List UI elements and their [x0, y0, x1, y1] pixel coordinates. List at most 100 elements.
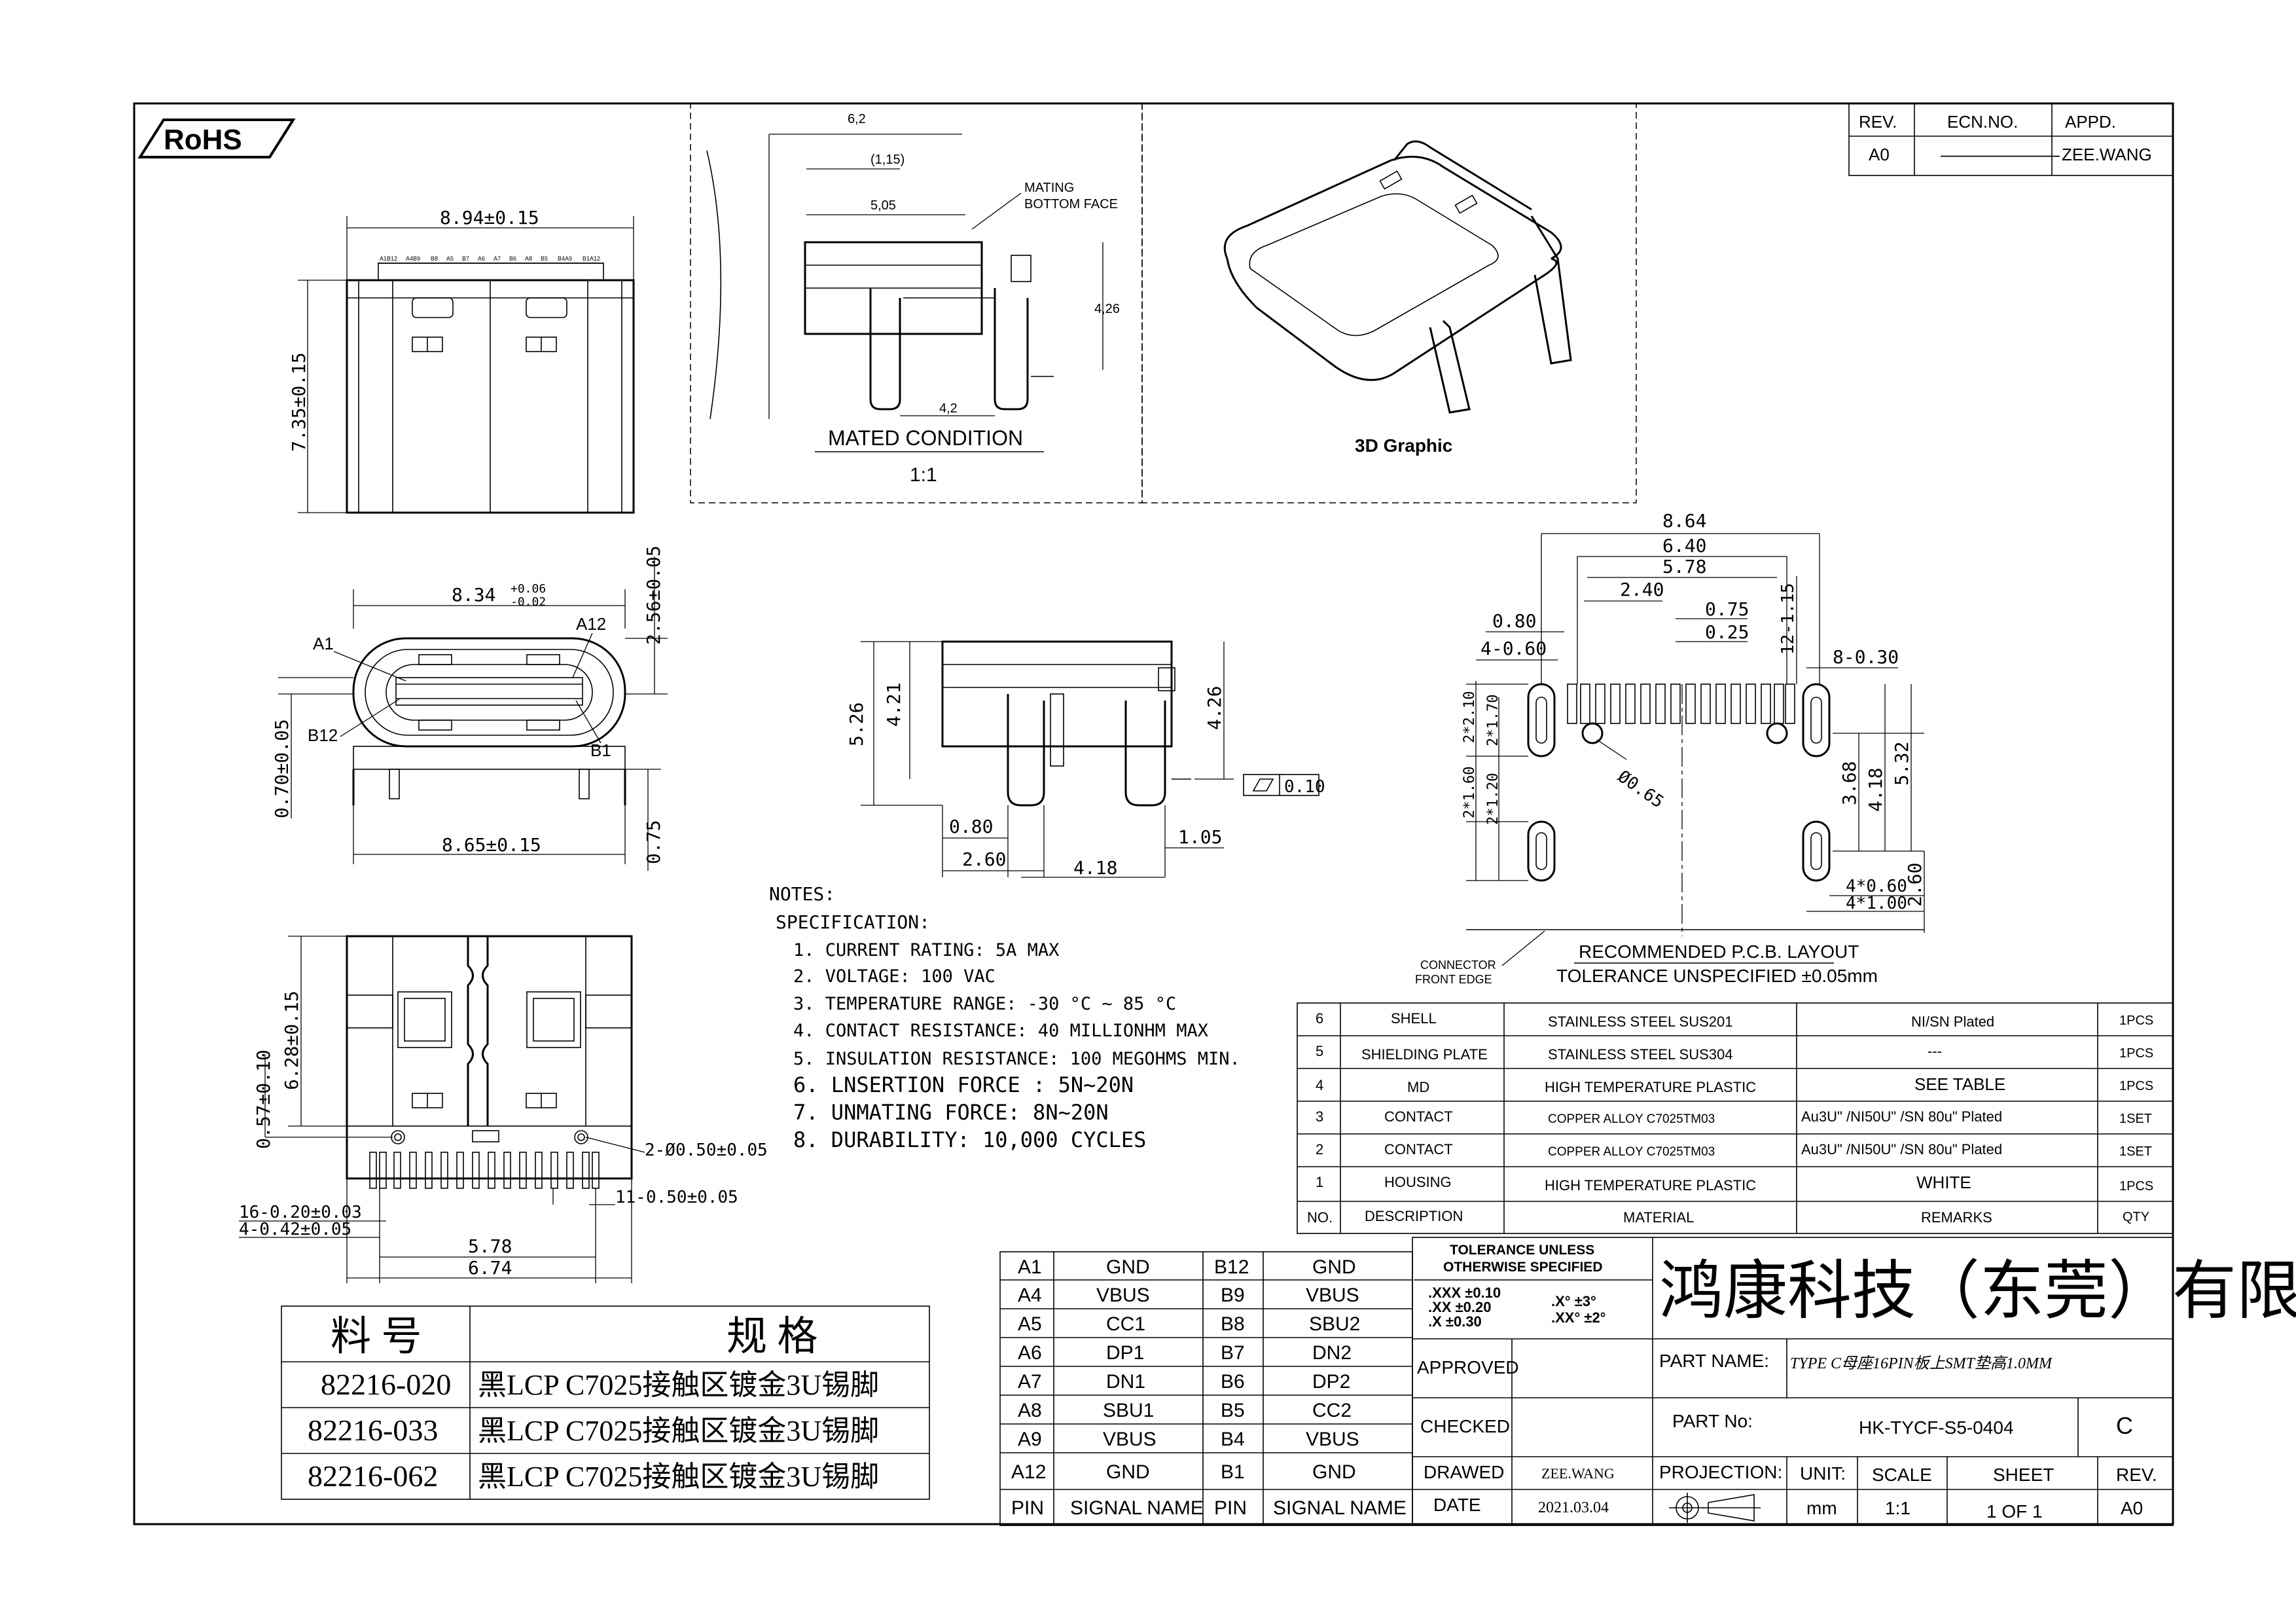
unit-label: UNIT:	[1800, 1463, 1846, 1484]
bom-cell: STAINLESS STEEL SUS201	[1548, 1013, 1732, 1030]
pin-cell: GND	[1106, 1256, 1150, 1278]
rev-letter: C	[2116, 1412, 2133, 1439]
company-name: 鸿康科技（东莞）有限公司	[1659, 1256, 2296, 1327]
part-name-label: PART NAME:	[1659, 1351, 1769, 1371]
pin-cell: GND	[1312, 1461, 1356, 1483]
top-pin-label: B1A12	[583, 255, 600, 262]
bom-header: REMARKS	[1921, 1209, 1992, 1226]
pcb-dim: 8.64	[1662, 510, 1706, 532]
pcb-dim: 0.25	[1705, 621, 1749, 643]
bom-cell: 2	[1316, 1141, 1323, 1158]
pcb-pads	[1567, 684, 1795, 724]
tolerance-title: TOLERANCE UNLESS	[1450, 1243, 1594, 1258]
pin-cell: SBU2	[1309, 1313, 1360, 1335]
pcb-dim: 2*2.10	[1462, 691, 1478, 743]
pcb-dim: 0.75	[1705, 598, 1749, 620]
pin-cell: GND	[1312, 1256, 1356, 1278]
pin-cell: A7	[1018, 1371, 1042, 1393]
bom-cell: 1PCS	[2119, 1013, 2153, 1028]
flatness-tolerance: 0.10	[1284, 777, 1325, 797]
bom-cell: HIGH TEMPERATURE PLASTIC	[1545, 1177, 1756, 1194]
projection-label: PROJECTION:	[1659, 1462, 1782, 1482]
bom-cell: 1PCS	[2119, 1179, 2153, 1194]
top-pin-label: B8	[431, 255, 438, 262]
pcb-dim: Ø0.65	[1614, 767, 1667, 812]
mated-note-2: BOTTOM FACE	[1024, 197, 1118, 211]
pin-header: PIN	[1214, 1497, 1247, 1519]
rohs-text: RoHS	[164, 124, 242, 156]
side-d3-dim: 4.18	[1073, 857, 1117, 879]
side-d2-dim: 2.60	[962, 848, 1006, 870]
bom-cell: 1SET	[2119, 1112, 2152, 1126]
mated-dim-1: 6,2	[848, 112, 866, 126]
pin-cell: DP1	[1106, 1342, 1144, 1364]
top-pin-label: B5	[541, 255, 548, 262]
part-table-header: 料 号	[331, 1315, 422, 1359]
bom-cell: Au3U" /NI50U" /SN 80u" Plated	[1801, 1108, 2002, 1125]
bom-cell: SHELL	[1391, 1010, 1437, 1027]
angle-value: .XX° ±2°	[1551, 1309, 1605, 1326]
bottom-view: 2-Ø0.50±0.05 6.28±0.15 0.57±0.10	[239, 935, 768, 1283]
top-view: 8.94±0.15 A1B12 A4B9 B8 A5 B7 A6 A7 B6 A…	[288, 207, 635, 514]
date-label: DATE	[1433, 1495, 1481, 1515]
3d-graphic-view: 3D Graphic	[1141, 103, 1637, 503]
pcb-dim: 2*1.20	[1485, 773, 1501, 825]
pin-cell: B1	[1221, 1461, 1245, 1483]
pcb-layout-title: RECOMMENDED P.C.B. LAYOUT	[1579, 941, 1859, 962]
part-name-value: TYPE C母座16PIN板上SMT垫高1.0MM	[1790, 1355, 2053, 1372]
pcb-dim: 2.60	[1904, 863, 1926, 907]
notes: NOTES: SPECIFICATION: 1. CURRENT RATING:…	[769, 883, 1240, 1152]
bom-cell: Au3U" /NI50U" /SN 80u" Plated	[1801, 1141, 2002, 1158]
top-pin-label: A6	[478, 255, 485, 262]
checked-label: CHECKED	[1420, 1416, 1510, 1436]
tolerance-value: .XX ±0.20	[1428, 1299, 1491, 1315]
tolerance-title: OTHERWISE SPECIFIED	[1443, 1260, 1602, 1275]
pin-cell: A5	[1018, 1313, 1042, 1335]
pcb-dim: 2*1.70	[1485, 695, 1501, 746]
sheet-value: 1 OF 1	[1986, 1501, 2043, 1522]
pin-header: SIGNAL NAME	[1070, 1497, 1204, 1519]
bom-table: 6 SHELL STAINLESS STEEL SUS201 NI/SN Pla…	[1297, 1002, 2174, 1234]
pin-cell: B7	[1221, 1342, 1245, 1364]
top-pin-label: A4B9	[406, 255, 420, 262]
top-pin-label: B7	[462, 255, 469, 262]
bom-cell: CONTACT	[1384, 1141, 1453, 1158]
angle-value: .X° ±3°	[1551, 1293, 1596, 1309]
bom-header: MATERIAL	[1623, 1209, 1694, 1226]
date-value: 2021.03.04	[1538, 1499, 1609, 1516]
top-height-dim: 7.35±0.15	[288, 352, 310, 452]
pcb-dim: 4.18	[1865, 768, 1886, 812]
bom-cell: HIGH TEMPERATURE PLASTIC	[1545, 1079, 1756, 1095]
bom-cell: HOUSING	[1384, 1174, 1452, 1190]
side-h3-dim: 4.26	[1204, 686, 1225, 730]
top-pin-label: A5	[446, 255, 454, 262]
side-h1-dim: 5.26	[846, 702, 867, 746]
pin-cell: SBU1	[1103, 1400, 1154, 1421]
top-pin-label: A7	[493, 255, 501, 262]
pin-cell: B4	[1221, 1429, 1245, 1450]
part-table-cell: 黑LCP C7025接触区镀金3U锡脚	[478, 1415, 879, 1447]
bottom-pitch-dim: 11-0.50±0.05	[615, 1188, 738, 1207]
bom-header: NO.	[1307, 1209, 1333, 1226]
pin-cell: VBUS	[1306, 1285, 1359, 1306]
revision-block: REV. ECN.NO. APPD. A0 ——————— ZEE.WANG	[1848, 103, 2174, 176]
scale-value: 1:1	[1885, 1498, 1910, 1518]
pcb-tolerance: TOLERANCE UNSPECIFIED ±0.05mm	[1556, 966, 1878, 986]
top-pin-label: A8	[525, 255, 532, 262]
pin-header: SIGNAL NAME	[1273, 1497, 1407, 1519]
front-b1-label: B1	[590, 740, 611, 760]
pin-cell: B12	[1214, 1256, 1249, 1278]
mated-dim-3: 5,05	[870, 198, 896, 213]
side-h2-dim: 4.21	[883, 683, 905, 727]
top-width-dim: 8.94±0.15	[440, 207, 539, 228]
pin-cell: A4	[1018, 1285, 1042, 1306]
part-table-cell: 82216-033	[308, 1413, 438, 1447]
note-item: 5. INSULATION RESISTANCE: 100 MEGOHMS MI…	[793, 1049, 1240, 1069]
part-table-cell: 82216-062	[308, 1459, 438, 1493]
bom-cell: SHIELDING PLATE	[1361, 1046, 1488, 1063]
rev-header: REV.	[1859, 112, 1897, 132]
top-pin-label: B6	[509, 255, 516, 262]
front-right-dim: 0.75	[643, 820, 664, 864]
note-item: 1. CURRENT RATING: 5A MAX	[793, 940, 1059, 960]
pcb-layout: 8.64 6.40 5.78 2.40 0.75 0.25 0.80 4-0.6…	[1415, 510, 1926, 986]
